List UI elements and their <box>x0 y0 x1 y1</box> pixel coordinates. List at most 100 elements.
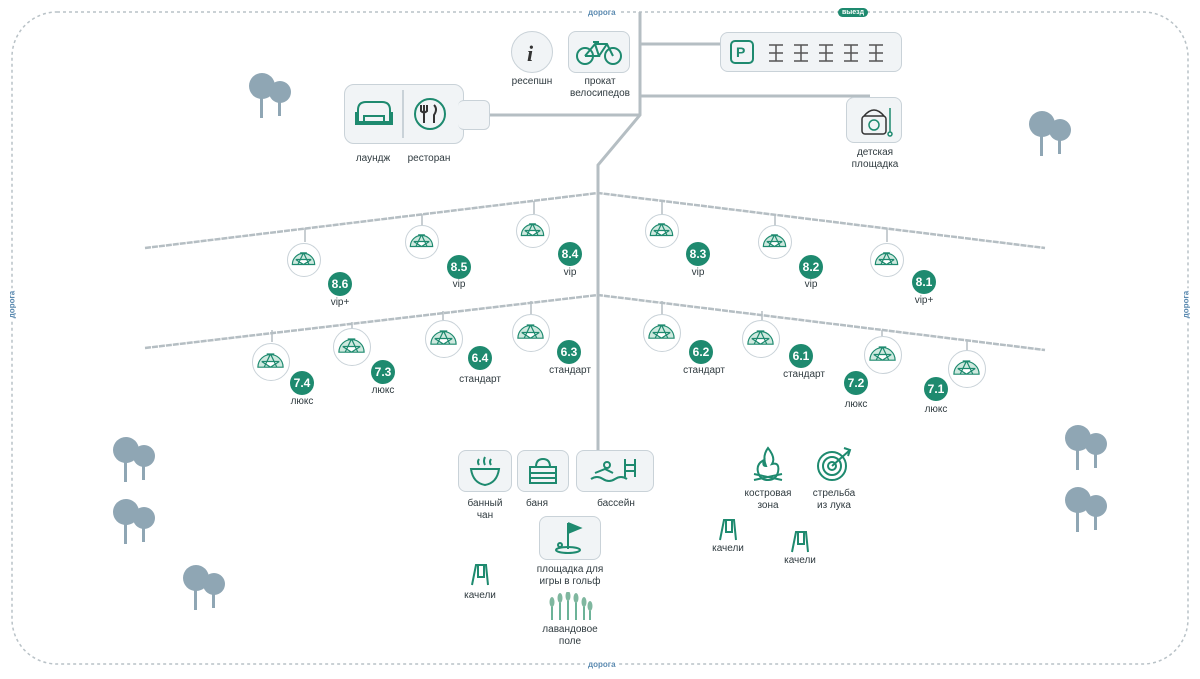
geodesic-dome-icon <box>257 353 284 368</box>
geodesic-dome-icon <box>762 234 787 248</box>
main-path <box>596 12 642 470</box>
parking-area: P <box>720 32 902 72</box>
dome-number: 8.5 <box>447 255 471 279</box>
dome-icon <box>645 214 679 248</box>
dome-number: 6.4 <box>468 346 492 370</box>
dome-type: люкс <box>371 385 395 396</box>
dome-type: люкс <box>290 396 314 407</box>
dome-number: 7.2 <box>844 371 868 395</box>
upper-row-path <box>144 191 1046 250</box>
swing-icon-2[interactable] <box>788 530 810 554</box>
parking-icon: P <box>730 40 883 64</box>
dome-type: vip <box>563 267 577 278</box>
pool-label: бассейн <box>597 498 635 509</box>
dome-icon <box>948 350 986 388</box>
building-annex <box>458 100 490 130</box>
dome-icon <box>287 243 321 277</box>
geodesic-dome-icon <box>338 338 365 353</box>
geodesic-dome-icon <box>874 252 899 266</box>
dome-number: 7.4 <box>290 371 314 395</box>
dome-icon <box>758 225 792 259</box>
swing-label-1: качели <box>712 543 744 554</box>
tree-cluster-1 <box>249 73 291 118</box>
building-divider <box>402 90 404 138</box>
golf-icon[interactable] <box>539 516 601 560</box>
road-label-left: дорога <box>7 288 17 321</box>
dome-number: 8.3 <box>686 242 710 266</box>
dome-number: 8.4 <box>558 242 582 266</box>
dome-number: 8.1 <box>912 270 936 294</box>
sauna-label: баня <box>526 498 548 509</box>
dome-icon <box>405 225 439 259</box>
dome-icon <box>643 314 681 352</box>
tree-cluster-4 <box>113 499 155 544</box>
svg-text:i: i <box>527 41 534 66</box>
dome-icon <box>252 343 290 381</box>
dome-number: 6.1 <box>789 344 813 368</box>
dome-icon <box>512 314 550 352</box>
dome-number: 6.2 <box>689 340 713 364</box>
bonfire-icon[interactable] <box>750 444 786 484</box>
lavender-icon[interactable] <box>544 592 596 622</box>
dome-type: vip <box>804 279 818 290</box>
road-label-bottom: дорога <box>585 660 619 669</box>
dome-type: vip <box>691 267 705 278</box>
geodesic-dome-icon <box>869 346 896 361</box>
swing-icon-3[interactable] <box>468 563 490 587</box>
geodesic-dome-icon <box>409 234 434 248</box>
restaurant-label: ресторан <box>407 153 451 164</box>
tree-cluster-2 <box>1029 111 1071 156</box>
pool-icon[interactable] <box>576 450 654 492</box>
dome-number: 7.1 <box>924 377 948 401</box>
tree-cluster-6 <box>1065 425 1107 470</box>
dome-icon <box>333 328 371 366</box>
road-label-top: дорога <box>585 8 619 17</box>
swing-label-3: качели <box>464 590 496 601</box>
hot-tub-icon[interactable] <box>458 450 512 492</box>
tree-cluster-5 <box>183 565 225 610</box>
geodesic-dome-icon <box>648 324 675 339</box>
dome-connectors <box>271 201 968 350</box>
dome-number: 8.2 <box>799 255 823 279</box>
bike-rental-icon[interactable] <box>568 31 630 73</box>
dome-type: стандарт <box>683 365 725 376</box>
reception-label: ресепшн <box>511 76 553 87</box>
sofa-icon[interactable] <box>352 96 396 132</box>
swing-label-2: качели <box>784 555 816 566</box>
lower-row-path <box>144 293 1046 352</box>
trees <box>113 73 1107 610</box>
restaurant-icon[interactable] <box>412 96 448 132</box>
dome-type: vip <box>452 279 466 290</box>
dome-number: 8.6 <box>328 272 352 296</box>
road-label-right: дорога <box>1181 288 1191 321</box>
dome-type: vip+ <box>330 297 350 308</box>
geodesic-dome-icon <box>649 223 674 237</box>
geodesic-dome-icon <box>430 330 457 345</box>
swing-icon-1[interactable] <box>716 518 738 542</box>
dome-icon <box>516 214 550 248</box>
dome-number: 7.3 <box>371 360 395 384</box>
dome-icon <box>864 336 902 374</box>
reception-icon[interactable]: i <box>511 31 553 73</box>
dome-type: люкс <box>924 404 948 415</box>
svg-text:P: P <box>736 44 745 60</box>
archery-target-icon[interactable] <box>814 444 854 484</box>
geodesic-dome-icon <box>747 330 774 345</box>
tree-cluster-7 <box>1065 487 1107 532</box>
dome-icon <box>742 320 780 358</box>
dome-number: 6.3 <box>557 340 581 364</box>
geodesic-dome-icon <box>953 360 980 375</box>
dome-type: люкс <box>844 399 868 410</box>
tree-cluster-3 <box>113 437 155 482</box>
dome-type: vip+ <box>914 295 934 306</box>
dome-type: стандарт <box>783 369 825 380</box>
sauna-icon[interactable] <box>517 450 569 492</box>
playground-icon[interactable] <box>846 97 902 143</box>
